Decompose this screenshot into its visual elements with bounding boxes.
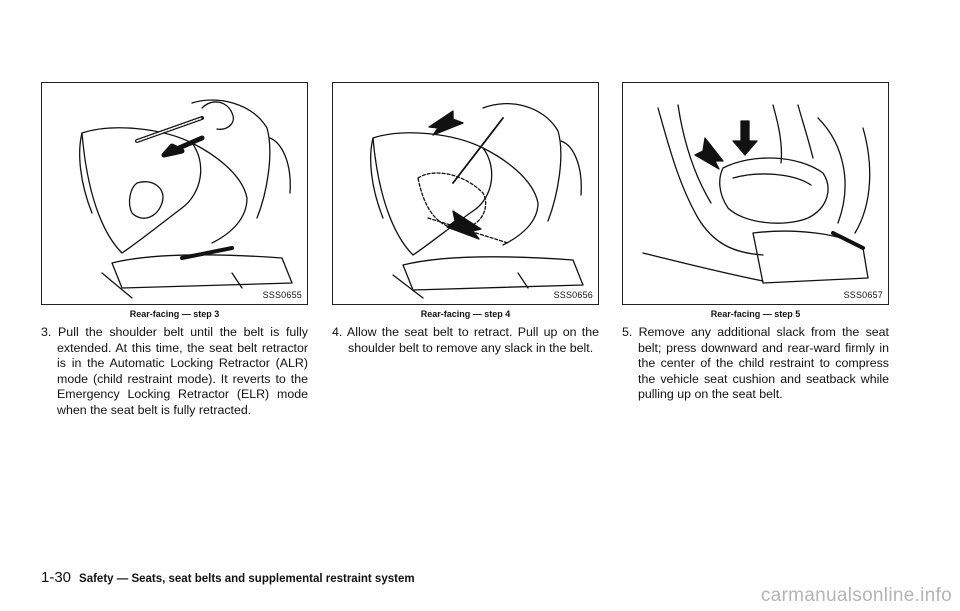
illustration-step-3 [79, 99, 293, 299]
page-number: 1-30 [41, 569, 72, 586]
column-step-4: SSS0656 Rear-facing — step 4 4. Allow th… [332, 82, 599, 356]
step-text: 3. Pull the shoulder belt until the belt… [41, 325, 308, 417]
watermark: carmanualsonline.info [760, 585, 952, 606]
figure-step-4: SSS0656 [332, 82, 599, 305]
figure-step-3: SSS0655 [41, 82, 308, 305]
illustration-step-5 [642, 104, 871, 284]
figure-step-5: SSS0657 [622, 82, 889, 305]
figure-caption: Rear-facing — step 3 [129, 309, 220, 319]
step-text: 4. Allow the seat belt to retract. Pull … [332, 325, 599, 355]
illustration-step-4 [370, 102, 584, 299]
figure-code: SSS0655 [262, 290, 302, 300]
figure-code: SSS0656 [553, 290, 593, 300]
page-footer: 1-30 Safety — Seats, seat belts and supp… [41, 569, 415, 586]
figure-caption: Rear-facing — step 5 [710, 309, 801, 319]
column-step-5: SSS0657 Rear-facing — step 5 5. Remove a… [622, 82, 889, 403]
figure-code: SSS0657 [843, 290, 883, 300]
step-text: 5. Remove any additional slack from the … [622, 325, 889, 402]
column-step-3: SSS0655 Rear-facing — step 3 3. Pull the… [41, 82, 308, 419]
figure-caption: Rear-facing — step 4 [420, 309, 511, 319]
section-title: Safety — Seats, seat belts and supplemen… [79, 573, 415, 585]
